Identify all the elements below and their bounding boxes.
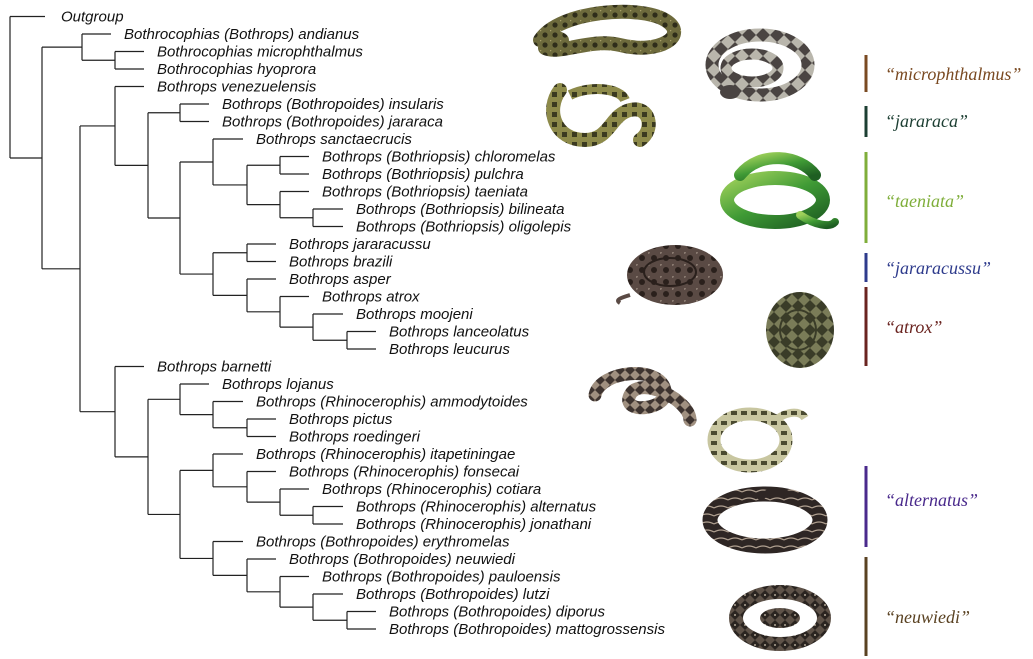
taxon-label: Bothrops (Bothropoides) insularis (222, 96, 444, 113)
taxon-label: Bothrops (Bothriopsis) taeniata (322, 184, 528, 201)
taxon-label: Bothrocophias (Bothrops) andianus (124, 26, 360, 43)
clade-label-neuwiedi: “neuwiedi” (885, 607, 970, 627)
clade-microphthalmus: “microphthalmus” (866, 55, 1021, 92)
clade-alternatus: “alternatus” (866, 466, 978, 547)
taxon-label: Bothrocophias microphthalmus (157, 44, 363, 61)
taxon-label: Bothrops pictus (289, 411, 393, 428)
clade-taeniata: “taeniata” (866, 152, 964, 243)
taxon-label: Bothrops (Bothropoides) pauloensis (322, 569, 561, 586)
snake-photo-atrox (766, 292, 834, 368)
clade-label-atrox: “atrox” (885, 317, 942, 337)
snake-photo-neuwiedi (736, 592, 824, 644)
snake-photo-jararacussu (618, 245, 723, 305)
clade-jararaca: “jararaca” (866, 106, 968, 137)
taxon-label: Bothrops (Bothropoides) jararaca (222, 114, 443, 131)
taxon-label: Bothrops leucurus (389, 341, 510, 358)
clade-atrox: “atrox” (866, 287, 942, 366)
taxon-label: Bothrops brazili (289, 254, 393, 271)
clade-label-jararacussu: “jararacussu” (885, 258, 991, 278)
snake-photo-jararaca (553, 89, 649, 140)
taxon-label: Bothrops (Bothriopsis) oligolepis (356, 219, 572, 236)
taxon-label: Bothrops lojanus (222, 376, 334, 393)
snake-photo-microphthalmus (712, 35, 808, 99)
clade-label-taeniata: “taeniata” (885, 191, 964, 211)
taxon-label: Bothrops (Rhinocerophis) cotiara (322, 481, 541, 498)
taxon-label: Bothrops (Rhinocerophis) ammodytoides (256, 394, 528, 411)
taxon-label: Bothrops asper (289, 271, 392, 288)
taxon-label: Bothrops (Rhinocerophis) fonsecai (289, 464, 520, 481)
taxon-label: Bothrops (Bothropoides) diporus (389, 604, 605, 621)
taxon-label: Bothrops (Bothropoides) neuwiedi (289, 551, 516, 568)
taxon-label: Bothrops roedingeri (289, 429, 421, 446)
snake-photo-barnetti (595, 374, 690, 420)
taxon-label: Bothrocophias hyoprora (157, 61, 316, 78)
taxon-label: Bothrops (Bothriopsis) pulchra (322, 166, 524, 183)
taxon-label: Bothrops sanctaecrucis (256, 131, 412, 148)
clade-neuwiedi: “neuwiedi” (866, 557, 970, 656)
taxon-label: Bothrops (Bothropoides) lutzi (356, 586, 550, 603)
taxon-label: Bothrops (Rhinocerophis) alternatus (356, 499, 597, 516)
clade-label-alternatus: “alternatus” (885, 490, 978, 510)
taxon-label: Bothrops lanceolatus (389, 324, 530, 341)
clade-jararacussu: “jararacussu” (866, 253, 991, 282)
clade-label-jararaca: “jararaca” (885, 111, 968, 131)
taxon-label: Bothrops venezuelensis (157, 79, 317, 96)
snake-photo-andianus (540, 12, 674, 50)
snake-photo-alternatus (710, 491, 820, 546)
taxon-label: Bothrops (Bothriopsis) chloromelas (322, 149, 556, 166)
taxon-label: Bothrops (Bothriopsis) bilineata (356, 201, 564, 218)
snake-photo-ammodytoides (714, 413, 805, 466)
taxon-label: Bothrops atrox (322, 289, 420, 306)
taxon-label: Bothrops (Rhinocerophis) itapetiningae (256, 446, 515, 463)
taxon-label: Bothrops (Bothropoides) erythromelas (256, 534, 510, 551)
taxon-label: Bothrops moojeni (356, 306, 473, 323)
clade-label-microphthalmus: “microphthalmus” (885, 64, 1021, 84)
snake-photo-taeniata (727, 158, 835, 225)
taxon-label: Outgroup (61, 9, 124, 26)
taxon-label: Bothrops (Rhinocerophis) jonathani (356, 516, 592, 533)
taxon-label: Bothrops jararacussu (289, 236, 431, 253)
taxon-label: Bothrops (Bothropoides) mattogrossensis (389, 621, 665, 638)
taxon-label: Bothrops barnetti (157, 359, 272, 376)
